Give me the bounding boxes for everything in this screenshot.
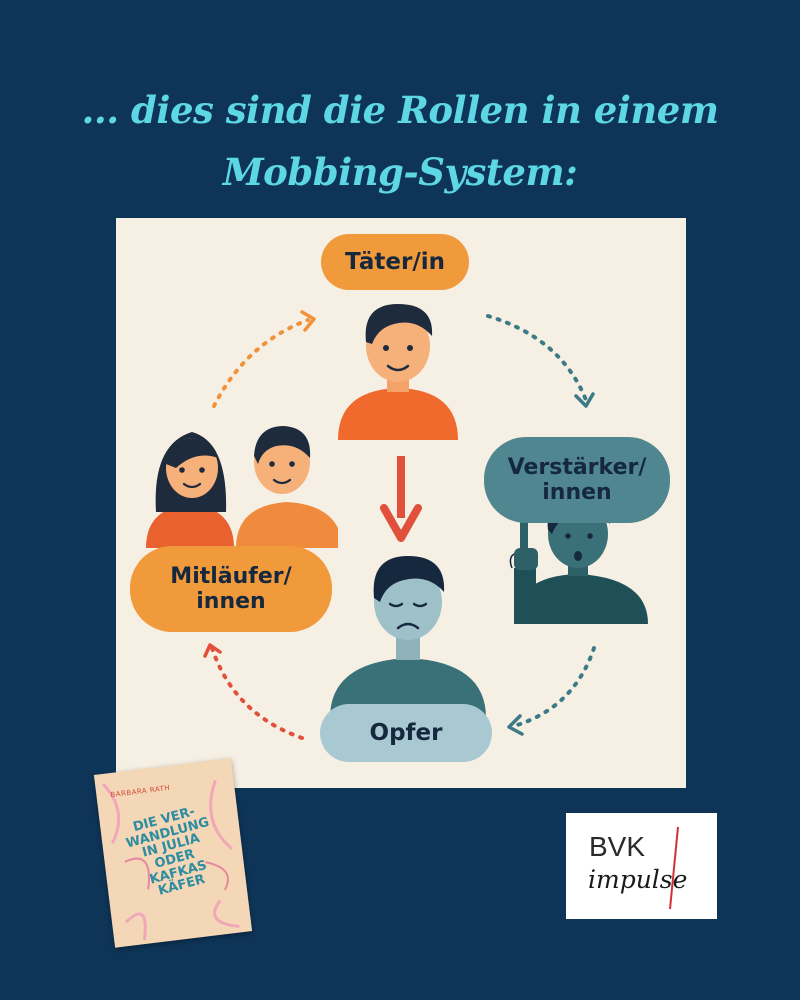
role-taeter-label: Täter/in <box>321 234 469 290</box>
book-cover-decoration <box>101 779 240 941</box>
role-mitlaeufer-text: Mitläufer/ innen <box>170 564 291 615</box>
diagram-panel: Täter/in Verstärker/ innen Mitläufer/ in… <box>116 218 686 788</box>
headline-line-1: ... dies sind die Rollen in einem <box>81 88 719 132</box>
book-cover-image: BARBARA RATH DIE VER- WANDLUNG IN JULIA … <box>93 758 253 948</box>
logo-sub: impulse <box>588 865 688 894</box>
role-verstaerker-line-2: innen <box>542 480 612 505</box>
headline-line-2: Mobbing-System: <box>222 150 578 194</box>
role-verstaerker-text: Verstärker/ innen <box>508 455 647 506</box>
role-opfer-label: Opfer <box>320 704 492 762</box>
role-verstaerker-label: Verstärker/ innen <box>484 437 670 523</box>
bvk-impulse-logo: BVK impulse <box>566 813 717 919</box>
opfer-person-icon <box>330 556 486 718</box>
role-taeter-text: Täter/in <box>345 248 445 275</box>
role-mitlaeufer-label: Mitläufer/ innen <box>130 546 332 632</box>
arrow-taeter-to-verstaerker <box>486 314 595 408</box>
role-mitlaeufer-line-1: Mitläufer/ <box>170 563 292 589</box>
logo-brand: BVK <box>589 831 646 862</box>
arrow-mitlaeufer-to-taeter <box>212 310 316 408</box>
logo-red-stroke <box>669 826 679 910</box>
arrow-opfer-to-mitlaeufer <box>203 643 304 740</box>
arrow-taeter-to-opfer <box>380 456 422 542</box>
mitlaeufer-persons-icon <box>146 426 338 548</box>
taeter-person-icon <box>338 304 458 440</box>
diagram-illustration <box>146 304 648 740</box>
role-mitlaeufer-line-2: innen <box>196 589 266 614</box>
arrow-verstaerker-to-opfer <box>507 646 596 736</box>
role-opfer-text: Opfer <box>369 719 443 746</box>
role-verstaerker-line-1: Verstärker/ <box>507 454 647 480</box>
